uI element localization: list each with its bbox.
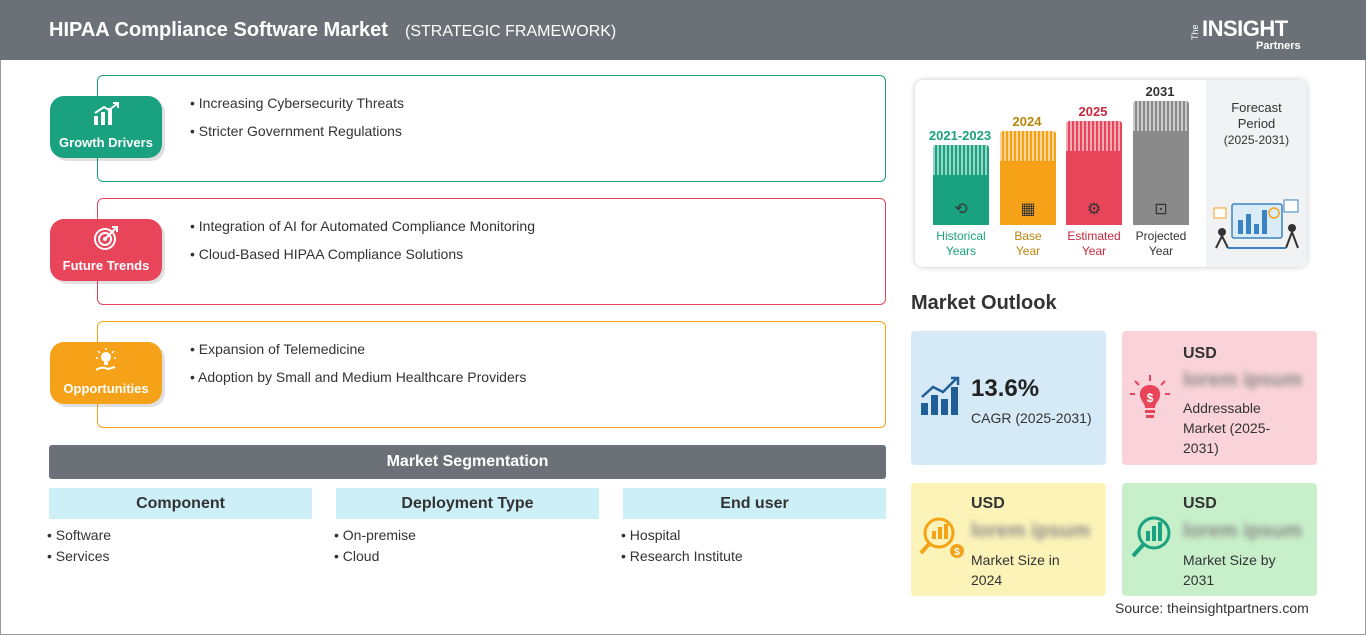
- timeline-bar-historical: ⟲: [933, 145, 989, 225]
- timeline-bar-base: ▦: [1000, 131, 1056, 225]
- cagr-card: 13.6% CAGR (2025-2031): [911, 331, 1106, 465]
- segment-item: Software: [47, 527, 312, 543]
- growth-drivers-label: Growth Drivers: [59, 135, 153, 150]
- opportunity-item: Adoption by Small and Medium Healthcare …: [190, 369, 526, 385]
- timeline-year: 2025: [1078, 104, 1108, 119]
- dollar-bulb-icon: $: [1130, 375, 1170, 429]
- presentation-icon: ⊡: [1154, 201, 1168, 218]
- segment-item: Hospital: [621, 527, 886, 543]
- future-trend-item: Cloud-Based HIPAA Compliance Solutions: [190, 246, 535, 262]
- future-trends-badge: Future Trends: [50, 219, 162, 281]
- addressable-market-label: Addressable Market (2025-2031): [1183, 400, 1271, 456]
- market-outlook-title: Market Outlook: [911, 292, 1057, 314]
- timeline-year: 2031: [1145, 84, 1175, 99]
- segment-item: On-premise: [334, 527, 599, 543]
- growth-driver-item: Stricter Government Regulations: [190, 123, 404, 139]
- svg-text:$: $: [1147, 391, 1154, 405]
- future-trends-box: Integration of AI for Automated Complian…: [97, 198, 886, 305]
- analyst-dashboard-illustration: [1210, 198, 1302, 254]
- future-trend-item: Integration of AI for Automated Complian…: [190, 218, 535, 234]
- addressable-market-value: lorem ipsum: [1183, 369, 1302, 391]
- market-size-2031-card: USD lorem ipsum Market Size by 2031: [1122, 483, 1317, 596]
- timeline-year: 2021-2023: [928, 128, 992, 143]
- segment-header: End user: [623, 488, 886, 519]
- insight-partners-logo[interactable]: The INSIGHT Partners: [1190, 10, 1310, 54]
- market-size-2031-label: Market Size by 2031: [1183, 552, 1276, 588]
- future-trends-label: Future Trends: [62, 258, 150, 273]
- segment-item: Services: [47, 548, 312, 564]
- cagr-label: CAGR (2025-2031): [971, 410, 1092, 426]
- market-size-2031-value: lorem ipsum: [1183, 520, 1302, 542]
- opportunities-badge: Opportunities: [50, 342, 162, 404]
- page-subtitle: (STRATEGIC FRAMEWORK): [405, 23, 617, 40]
- timeline-bar-estimated: ⚙: [1066, 121, 1122, 225]
- opportunities-label: Opportunities: [63, 381, 149, 396]
- growth-bar-chart-icon: [919, 375, 961, 425]
- segment-header: Component: [49, 488, 312, 519]
- addressable-market-currency: USD: [1183, 345, 1217, 362]
- market-size-2024-currency: USD: [971, 495, 1005, 512]
- market-size-2024-label: Market Size in 2024: [971, 552, 1060, 588]
- growth-drivers-badge: Growth Drivers: [50, 96, 162, 158]
- cagr-value: 13.6%: [971, 375, 1040, 402]
- calendar-icon: ▦: [1020, 201, 1036, 218]
- growth-drivers-box: Increasing Cybersecurity Threats Stricte…: [97, 75, 886, 182]
- header-bar: HIPAA Compliance Software Market (STRATE…: [0, 0, 1366, 60]
- timeline-label: Estimated Year: [1067, 229, 1121, 258]
- timeline-bar-projected: ⊡: [1133, 101, 1189, 225]
- svg-text:$: $: [954, 547, 960, 558]
- market-size-2031-currency: USD: [1183, 495, 1217, 512]
- addressable-market-card: $ USD lorem ipsum Addressable Market (20…: [1122, 331, 1317, 465]
- chart-magnifier-icon: [1130, 515, 1176, 569]
- logo-sub-text: Partners: [1256, 40, 1301, 52]
- money-magnifier-icon: $: [919, 515, 965, 569]
- forecast-period-label: Forecast Period: [1231, 100, 1282, 131]
- logo-main-text: INSIGHT: [1202, 16, 1288, 41]
- timeline-year: 2024: [1012, 114, 1042, 129]
- logo-the-text: The: [1190, 24, 1200, 40]
- market-segmentation-header: Market Segmentation: [49, 445, 886, 479]
- segment-header: Deployment Type: [336, 488, 599, 519]
- estimate-icon: ⚙: [1086, 201, 1102, 218]
- market-size-2024-card: $ USD lorem ipsum Market Size in 2024: [911, 483, 1106, 596]
- lightbulb-hand-icon: [50, 348, 162, 380]
- source-citation[interactable]: Source: theinsightpartners.com: [1115, 600, 1309, 616]
- growth-driver-item: Increasing Cybersecurity Threats: [190, 95, 404, 111]
- target-icon: [50, 225, 162, 257]
- growth-chart-icon: [50, 102, 162, 132]
- history-icon: ⟲: [954, 201, 968, 218]
- market-size-2024-value: lorem ipsum: [971, 520, 1090, 542]
- page-title: HIPAA Compliance Software Market: [49, 19, 388, 41]
- timeline-card: 2021-2023 ⟲ Historical Years 2024 ▦ Base…: [915, 80, 1307, 267]
- timeline-label: Historical Years: [936, 229, 986, 258]
- segment-deployment-type: Deployment Type On-premise Cloud: [336, 488, 599, 569]
- segment-item: Cloud: [334, 548, 599, 564]
- segment-component: Component Software Services: [49, 488, 312, 569]
- timeline-label: Base Year: [1014, 229, 1042, 258]
- forecast-period-range: (2025-2031): [1223, 133, 1290, 147]
- timeline-label: Projected Year: [1135, 229, 1187, 258]
- opportunities-box: Expansion of Telemedicine Adoption by Sm…: [97, 321, 886, 428]
- opportunity-item: Expansion of Telemedicine: [190, 341, 526, 357]
- segment-end-user: End user Hospital Research Institute: [623, 488, 886, 569]
- segment-item: Research Institute: [621, 548, 886, 564]
